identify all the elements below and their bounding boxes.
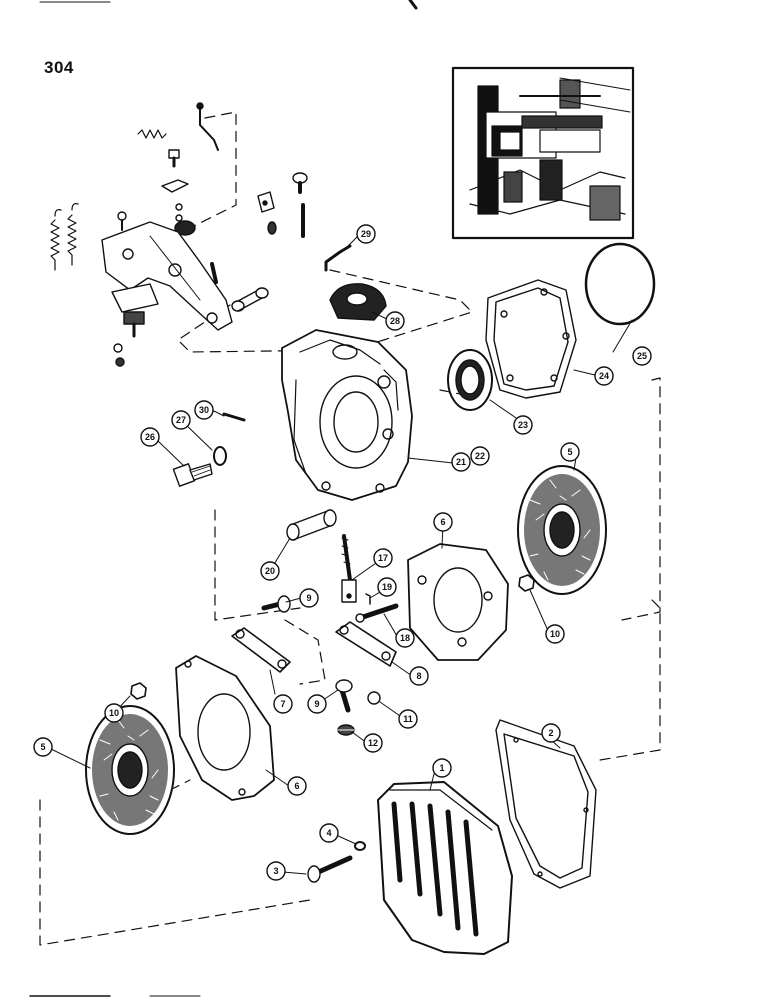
svg-text:12: 12 (368, 738, 378, 748)
callout-5-right: 5 (560, 442, 580, 462)
nut-10-right (518, 574, 535, 592)
svg-text:9: 9 (306, 593, 311, 603)
svg-text:8: 8 (416, 671, 421, 681)
svg-text:20: 20 (265, 566, 275, 576)
brake-housing (281, 329, 413, 501)
callout-5-left: 5 (33, 737, 53, 757)
pin-20 (286, 509, 337, 541)
svg-text:27: 27 (176, 415, 186, 425)
svg-text:5: 5 (40, 742, 45, 752)
callout-23: 23 (513, 415, 533, 435)
svg-text:6: 6 (440, 517, 445, 527)
cover-gasket-2 (495, 719, 597, 889)
callout-25: 25 (632, 346, 652, 366)
clip-19 (365, 593, 371, 605)
callout-21: 21 (451, 452, 471, 472)
callout-markers: 1 2 3 4 5 5 6 6 7 8 9 9 10 10 11 12 17 1… (33, 224, 652, 881)
callout-6-upper: 6 (433, 512, 453, 532)
inset-sectional-view (451, 66, 635, 240)
clevis-17 (341, 534, 357, 603)
svg-text:25: 25 (637, 351, 647, 361)
brake-disc-right (517, 465, 607, 595)
scan-edge-marks (29, 0, 418, 997)
svg-text:30: 30 (199, 405, 209, 415)
actuator-plate-upper (407, 543, 509, 661)
callout-30: 30 (194, 400, 214, 420)
callout-7: 7 (273, 694, 293, 714)
svg-text:29: 29 (361, 229, 371, 239)
callout-3: 3 (266, 861, 286, 881)
bolt-9-lower (335, 679, 353, 713)
svg-text:10: 10 (550, 629, 560, 639)
spring-upper (137, 129, 167, 139)
callout-10-left: 10 (104, 703, 124, 723)
callout-17: 17 (373, 548, 393, 568)
bolt-26 (172, 463, 213, 487)
callout-8: 8 (409, 666, 429, 686)
callout-19: 19 (377, 577, 397, 597)
callout-28: 28 (385, 311, 405, 331)
callout-22: 22 (470, 446, 490, 466)
gasket-24 (485, 279, 577, 399)
svg-text:7: 7 (280, 699, 285, 709)
nut-10-left (130, 682, 147, 700)
callout-24: 24 (594, 366, 614, 386)
svg-text:24: 24 (599, 371, 609, 381)
svg-text:21: 21 (456, 457, 466, 467)
pin-18 (355, 603, 399, 623)
svg-text:19: 19 (382, 582, 392, 592)
svg-text:4: 4 (326, 828, 331, 838)
rod-29 (324, 244, 352, 272)
callout-20: 20 (260, 561, 280, 581)
o-ring-25 (584, 242, 656, 326)
seal-23 (447, 349, 493, 411)
svg-text:2: 2 (548, 728, 553, 738)
washer-4 (354, 841, 366, 851)
pedal-linkage-group (50, 102, 308, 367)
spring-12 (337, 724, 355, 736)
link-8 (335, 621, 397, 667)
boot-28 (329, 283, 387, 321)
callout-2: 2 (541, 723, 561, 743)
svg-text:1: 1 (439, 763, 444, 773)
callout-27: 27 (171, 410, 191, 430)
callout-29: 29 (356, 224, 376, 244)
brake-cover-1 (377, 781, 513, 955)
washer-27 (213, 446, 227, 466)
callout-18: 18 (395, 628, 415, 648)
callout-26: 26 (140, 427, 160, 447)
brake-disc-left (85, 705, 175, 835)
callout-12: 12 (363, 733, 383, 753)
svg-text:23: 23 (518, 420, 528, 430)
svg-text:17: 17 (378, 553, 388, 563)
svg-text:5: 5 (567, 447, 572, 457)
svg-text:6: 6 (294, 781, 299, 791)
callout-9-lower: 9 (307, 694, 327, 714)
callout-11: 11 (398, 709, 418, 729)
callout-6-lower: 6 (287, 776, 307, 796)
callout-1: 1 (432, 758, 452, 778)
callout-9-upper: 9 (299, 588, 319, 608)
svg-text:22: 22 (475, 451, 485, 461)
svg-text:10: 10 (109, 708, 119, 718)
page-number: 304 (44, 58, 74, 77)
svg-text:18: 18 (400, 633, 410, 643)
ball-11 (367, 691, 381, 705)
actuator-plate-lower (175, 655, 275, 801)
svg-text:26: 26 (145, 432, 155, 442)
svg-text:3: 3 (273, 866, 278, 876)
svg-text:9: 9 (314, 699, 319, 709)
bolt-9-upper (261, 595, 291, 613)
link-7 (231, 627, 291, 673)
screw-3 (307, 855, 353, 883)
svg-text:11: 11 (403, 714, 413, 724)
callout-10-right: 10 (545, 624, 565, 644)
spring-left-pair (50, 203, 79, 271)
svg-text:28: 28 (390, 316, 400, 326)
callout-4: 4 (319, 823, 339, 843)
pin-30 (222, 412, 246, 422)
